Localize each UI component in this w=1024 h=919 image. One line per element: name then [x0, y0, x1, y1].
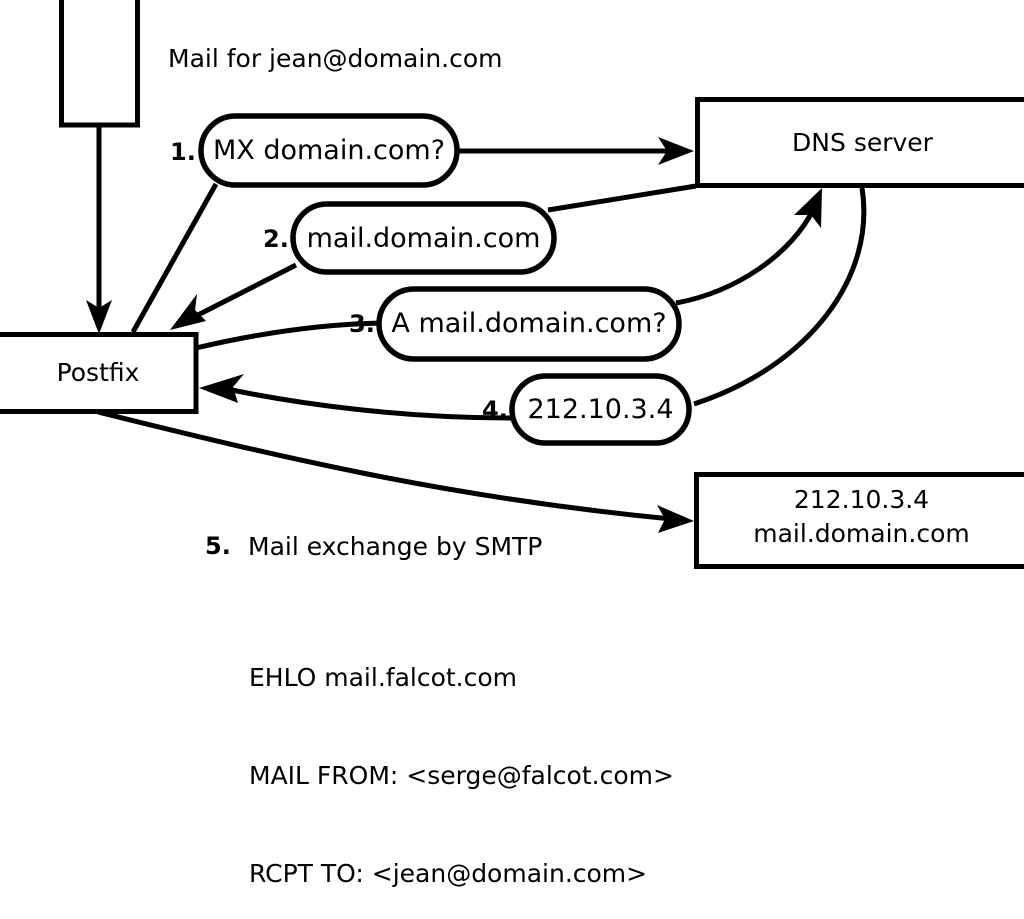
step-1-number: 1. — [170, 138, 196, 166]
step-4-bubble — [509, 373, 692, 446]
step-1-bubble — [198, 113, 460, 188]
dns-server-box — [695, 97, 1024, 188]
postfix-box — [0, 332, 199, 414]
connector-step4-dns-to-bubble — [693, 187, 867, 407]
step-4-label: 212.10.3.4 — [527, 394, 674, 425]
connector-step4-bubble-to-postfix — [199, 374, 514, 421]
connector-step2-dns-to-bubble — [547, 183, 697, 213]
step-5-label: Mail exchange by SMTP — [248, 532, 543, 561]
smtp-line: EHLO mail.falcot.com — [249, 663, 518, 693]
step-2-number: 2. — [263, 225, 289, 253]
step-1-label: MX domain.com? — [212, 135, 446, 166]
step-4-number: 4. — [482, 396, 508, 424]
step-3-number: 3. — [349, 310, 375, 338]
connector-step5-postfix-to-mailserver — [97, 409, 694, 533]
connector-step2-bubble-to-postfix — [170, 262, 298, 330]
sender-box — [59, 0, 140, 128]
connector-step3-postfix-to-bubble — [195, 320, 383, 351]
connector-step1-postfix-to-bubble — [130, 182, 219, 334]
smtp-transcript: EHLO mail.falcot.com MAIL FROM: <serge@f… — [249, 597, 674, 919]
connector-sender-to-postfix — [86, 125, 112, 334]
smtp-line: MAIL FROM: <serge@falcot.com> — [249, 760, 674, 790]
smtp-line: RCPT TO: <jean@domain.com> — [249, 858, 648, 888]
postfix-box-label: Postfix — [56, 358, 140, 387]
step-2-label: mail.domain.com — [306, 223, 541, 254]
step-5-number: 5. — [205, 532, 231, 560]
mail-server-box-line1: 212.10.3.4 — [793, 485, 930, 514]
step-3-bubble — [376, 286, 682, 362]
step-3-label: A mail.domain.com? — [391, 308, 667, 339]
mail-server-box-line2: mail.domain.com — [753, 519, 970, 548]
mail-server-box — [694, 472, 1024, 569]
step-2-bubble — [290, 201, 557, 275]
dns-server-box-label: DNS server — [792, 128, 933, 157]
connector-step3-bubble-to-dns — [675, 188, 822, 306]
connector-step1-bubble-to-dns — [456, 137, 694, 165]
mail-for-heading: Mail for jean@domain.com — [168, 44, 503, 73]
